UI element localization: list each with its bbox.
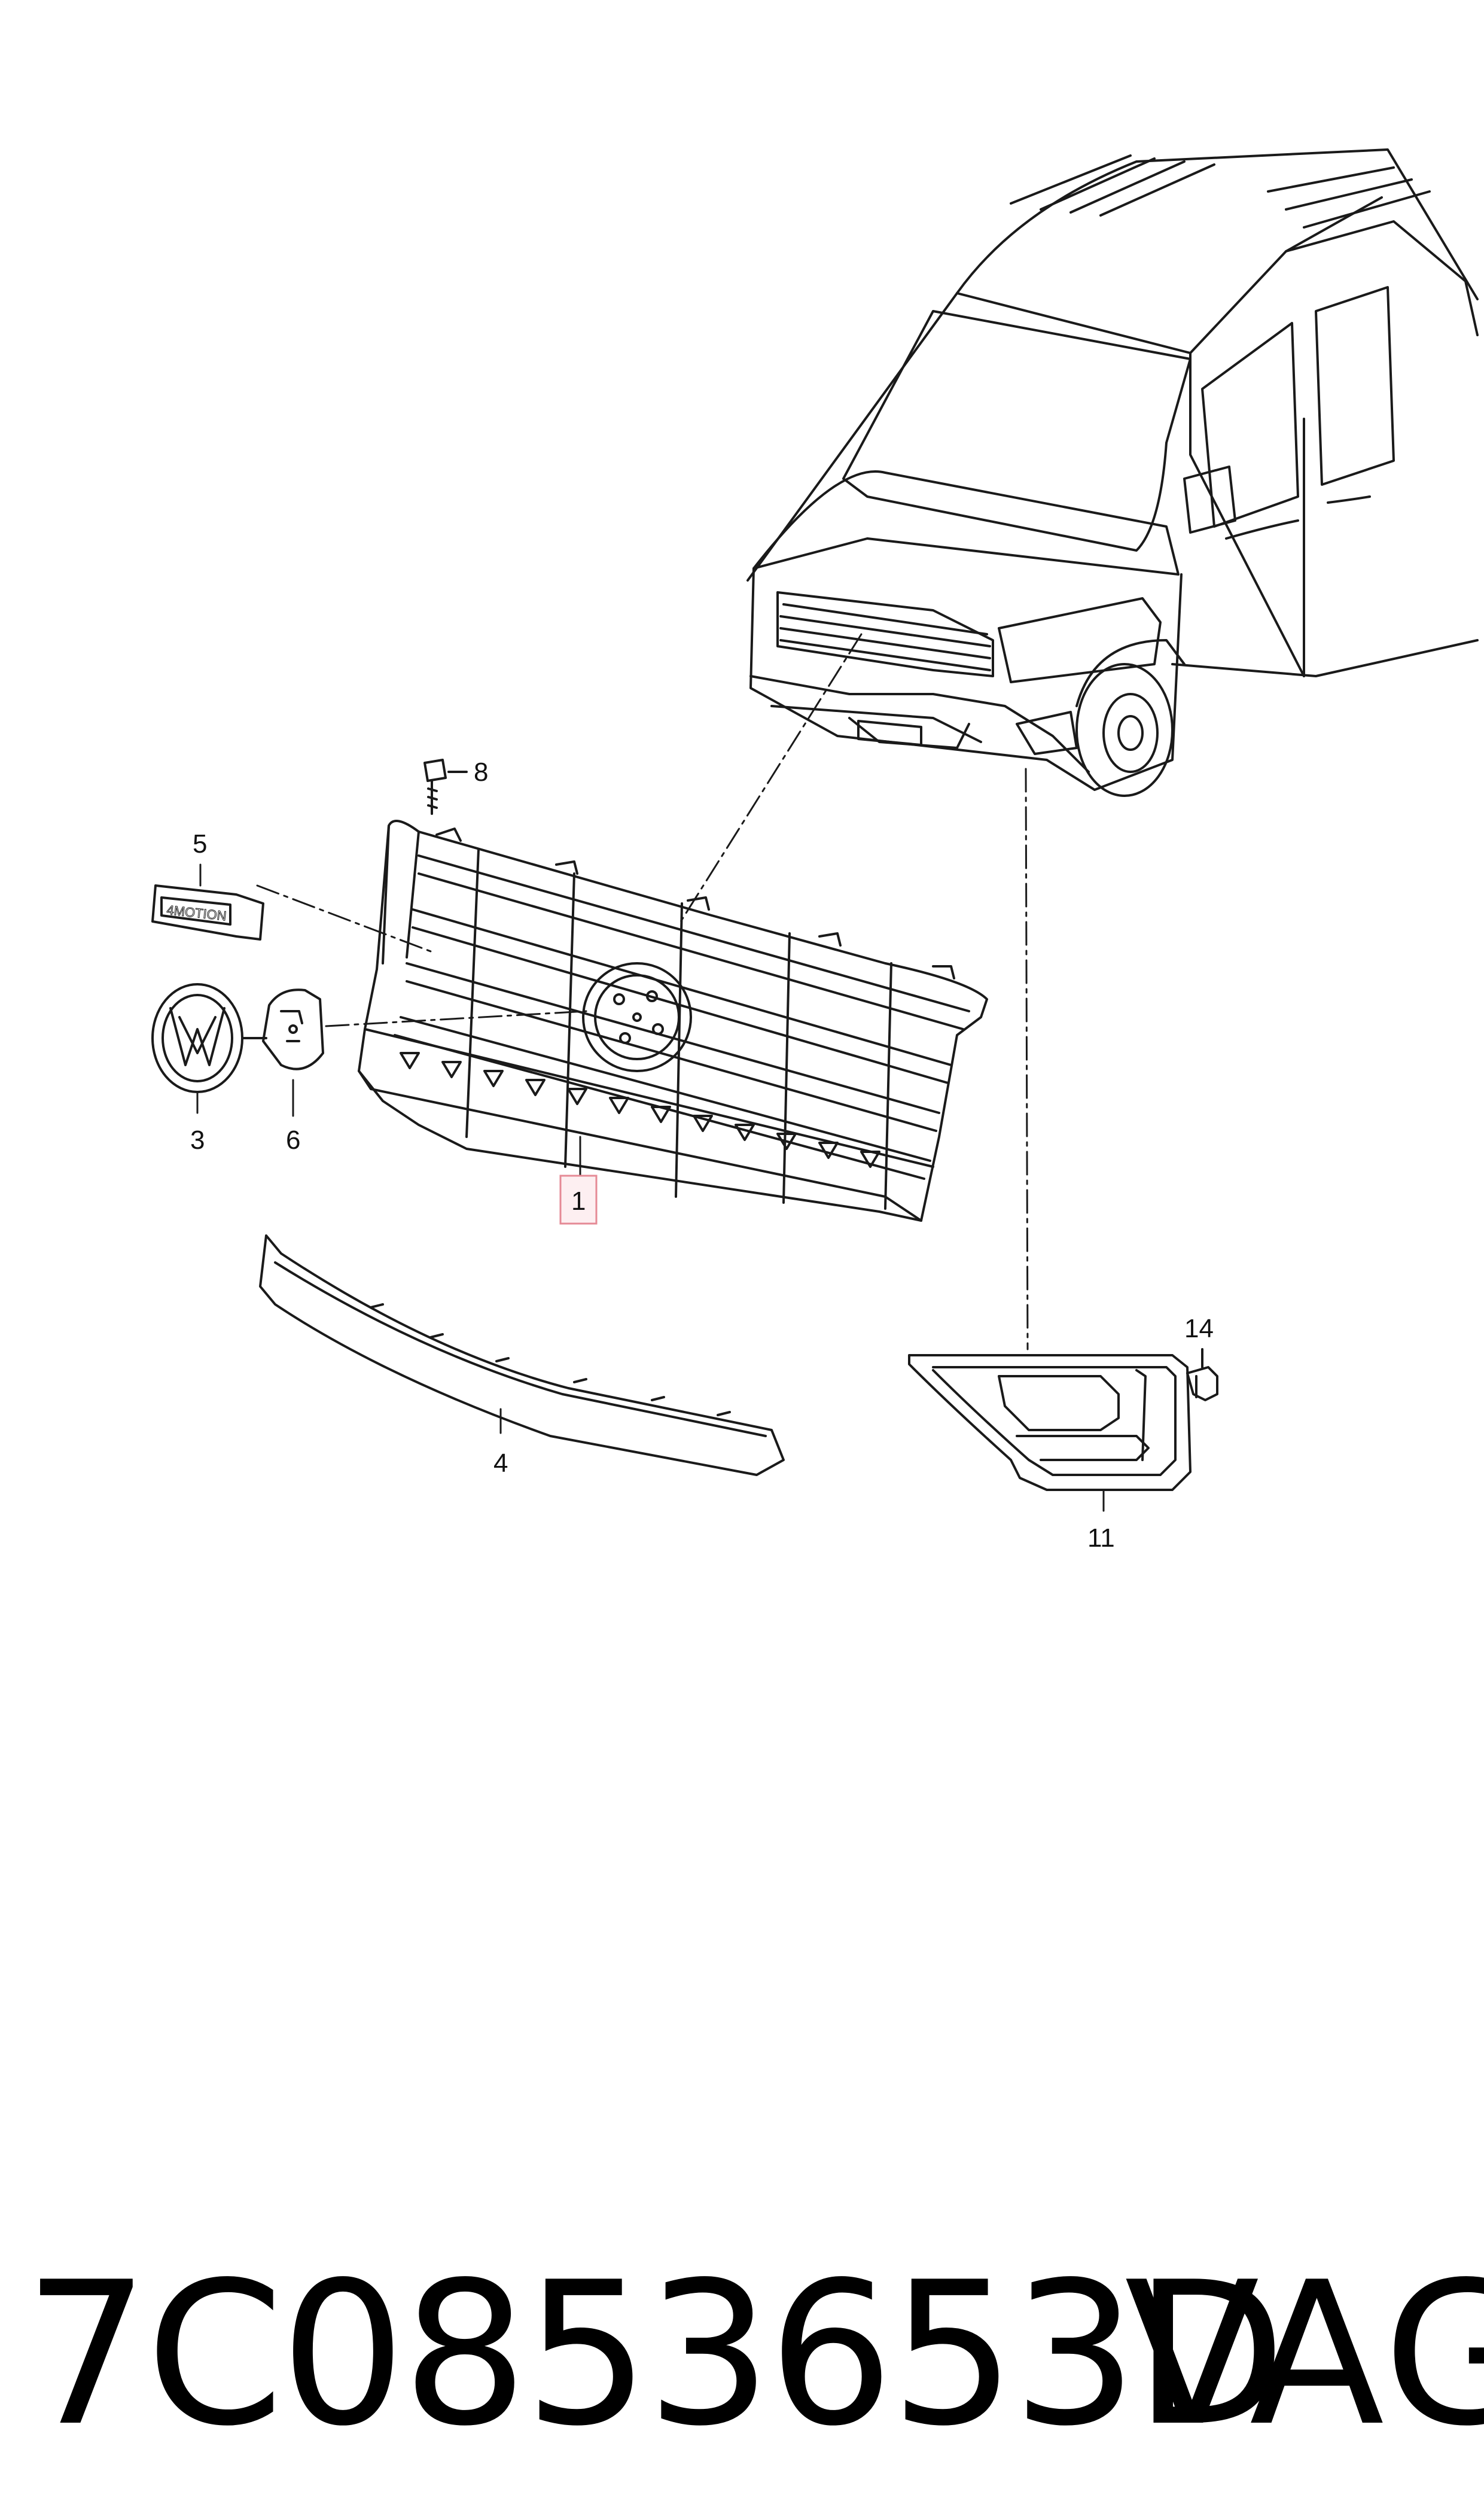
brand-name: VAG [1125,2240,1484,2469]
callout-highlight-box [559,1175,598,1225]
callout-11[interactable]: 11 [1087,1523,1115,1553]
svg-text:4MOTION: 4MOTION [166,902,227,923]
callout-6[interactable]: 6 [286,1125,300,1155]
van-illustration [746,148,1479,797]
vw-emblem-part-3 [151,983,267,1093]
callout-5[interactable]: 5 [193,829,207,859]
clip-part-14 [1186,1348,1218,1401]
screw-part-8 [423,759,468,815]
callout-leaders [196,863,1105,1512]
part-number-caption: 7C0853653D VAG [24,2226,1484,2483]
leader-lines [256,633,1029,1350]
fog-lamp-bezel-part-11 [908,1354,1192,1491]
emblem-carrier-part-6 [262,988,324,1070]
callout-8[interactable]: 8 [474,757,488,787]
callout-4[interactable]: 4 [493,1449,508,1478]
part-number: 7C0853653D [24,2240,1286,2469]
callout-1[interactable]: 1 [571,1187,586,1216]
grille-part-1 [358,820,988,1222]
callout-3[interactable]: 3 [190,1125,205,1155]
badge-part-5: 4MOTION [151,884,264,941]
callout-14[interactable]: 14 [1184,1314,1214,1343]
trim-strip-part-4 [259,1234,785,1476]
